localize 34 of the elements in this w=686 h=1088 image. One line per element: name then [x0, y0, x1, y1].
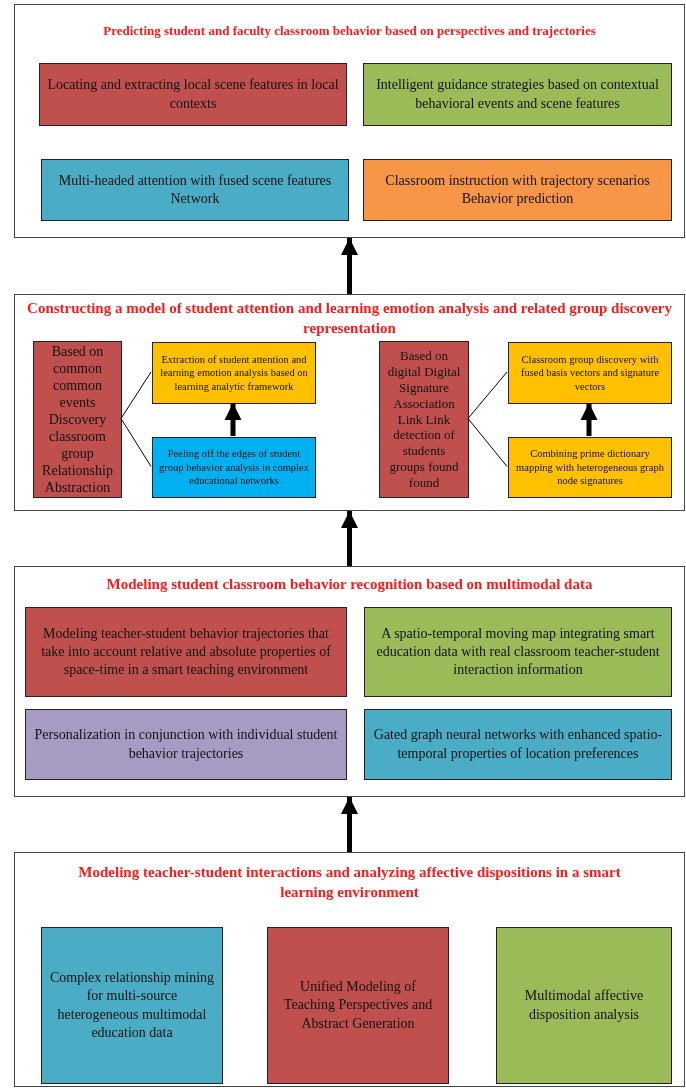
connector-line: [120, 418, 152, 467]
section-title: Modeling teacher-student interactions and analyzing affective dispositions in a smart learning environment: [77, 863, 622, 902]
section-panel: [14, 852, 685, 1087]
process-box: Classroom instruction with trajectory scenarios Behavior prediction: [363, 159, 672, 221]
process-box: Gated graph neural networks with enhanced spatio-temporal properties of location preferences: [364, 709, 672, 780]
section-panel: [14, 566, 685, 797]
process-box: Multi-headed attention with fused scene features Network: [41, 159, 349, 221]
process-box: Personalization in conjunction with individual student behavior trajectories: [25, 709, 347, 780]
arrow: [341, 238, 358, 294]
process-box: Unified Modeling of Teaching Perspectives and Abstract Generation: [267, 927, 449, 1084]
section-title: Predicting student and faculty classroom behavior based on perspectives and trajectories: [102, 23, 597, 40]
connector-line: [467, 418, 508, 467]
section-title: Modeling student classroom behavior recognition based on multimodal data: [105, 575, 594, 594]
process-box: Classroom group discovery with fused basis vectors and signature vectors: [508, 342, 672, 404]
section-panel: [14, 4, 685, 238]
arrow: [341, 511, 358, 566]
process-box: Multimodal affective disposition analysis: [496, 927, 672, 1084]
process-box: Locating and extracting local scene features in local contexts: [39, 63, 347, 126]
process-box: Combining prime dictionary mapping with heterogeneous graph node signatures: [508, 437, 672, 498]
process-box: Modeling teacher-student behavior trajectories that take into account relative and absolute properties of space-time in a smart teaching environment: [25, 607, 347, 697]
process-box: Based on common common events Discovery classroom group Relationship Abstraction: [33, 341, 122, 498]
connector-line: [120, 371, 152, 419]
process-box: A spatio-temporal moving map integrating smart education data with real classroom teacher-student interaction information: [364, 607, 672, 697]
arrow: [580, 403, 598, 436]
section-title: Constructing a model of student attention and learning emotion analysis and related group discovery representation: [26, 299, 673, 338]
arrow: [224, 403, 242, 436]
process-box: Complex relationship mining for multi-source heterogeneous multimodal education data: [41, 927, 223, 1084]
connector-line: [467, 371, 508, 419]
process-box: Intelligent guidance strategies based on contextual behavioral events and scene features: [363, 63, 672, 126]
process-box: Peeling off the edges of student group behavior analysis in complex educational networks: [152, 437, 316, 498]
arrow: [341, 797, 358, 852]
process-box: Extraction of student attention and learning emotion analysis based on learning analytic framework: [152, 342, 316, 404]
process-box: Based on digital Digital Signature Association Link Link detection of students groups found found: [379, 341, 469, 498]
section-panel: [14, 294, 685, 511]
